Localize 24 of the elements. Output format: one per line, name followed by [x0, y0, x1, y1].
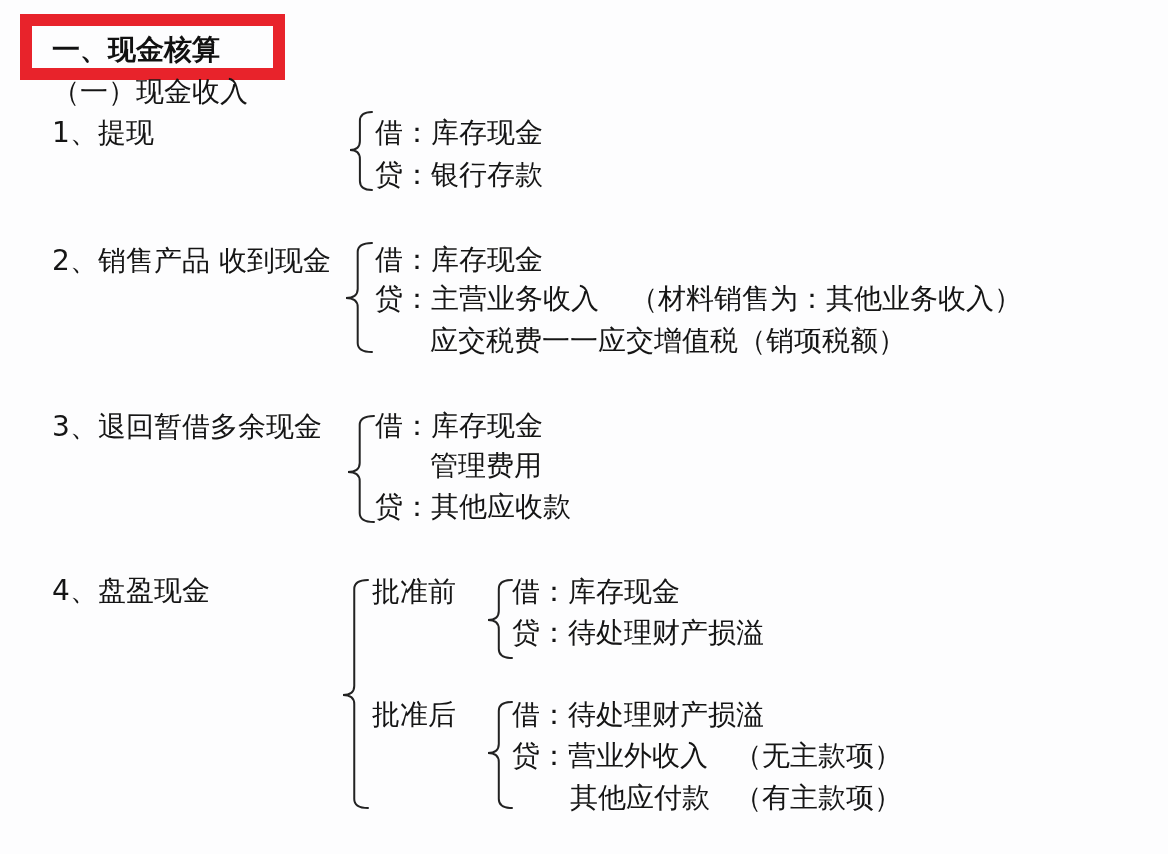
transaction-label: 3、退回暂借多余现金 [52, 410, 322, 444]
approval-stage: 批准前 [372, 575, 456, 609]
entry-note: （材料销售为：其他业务收入） [630, 282, 1022, 316]
transaction-label: 4、盘盈现金 [52, 574, 210, 608]
approval-stage: 批准后 [372, 698, 456, 732]
journal-entry: 借：库存现金 [375, 409, 543, 443]
section-heading: 一、现金核算 [52, 32, 220, 68]
journal-entry: 借：库存现金 [375, 116, 543, 150]
journal-entry: 贷：营业外收入 [512, 739, 708, 773]
journal-entry: 借：库存现金 [512, 575, 680, 609]
journal-entry: 应交税费一一应交增值税（销项税额） [430, 324, 906, 358]
section-subtitle: （一）现金收入 [52, 75, 248, 109]
journal-entry: 借：待处理财产损溢 [512, 698, 764, 732]
transaction-label: 1、提现 [52, 116, 154, 150]
entry-note: （无主款项） [734, 739, 902, 773]
journal-entry: 贷：银行存款 [375, 158, 543, 192]
journal-entry: 其他应付款 [570, 781, 710, 815]
journal-entry: 贷：主营业务收入 [375, 282, 599, 316]
journal-entry: 管理费用 [430, 449, 542, 483]
transaction-label: 2、销售产品 收到现金 [52, 244, 331, 278]
journal-entry: 贷：其他应收款 [375, 490, 571, 524]
entry-note: （有主款项） [734, 781, 902, 815]
journal-entry: 借：库存现金 [375, 243, 543, 277]
journal-entry: 贷：待处理财产损溢 [512, 616, 764, 650]
